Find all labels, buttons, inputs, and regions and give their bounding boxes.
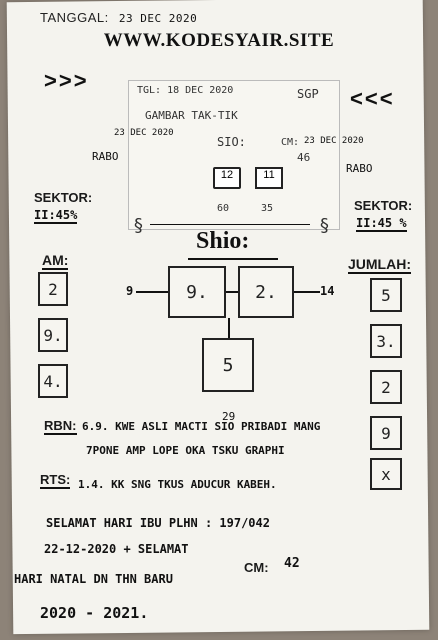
date-left: 23 DEC 2020 xyxy=(114,128,174,138)
site-title: WWW.KODESYAIR.SITE xyxy=(103,30,335,51)
sektor-right-value: II:45 % xyxy=(356,216,407,232)
arrow-right-line xyxy=(294,291,320,293)
banner-box-b: 11 xyxy=(255,167,283,189)
footer-line-3: HARI NATAL DN THN BARU xyxy=(14,572,173,586)
rabo-right: RABO xyxy=(346,162,373,175)
footer-cm-label: CM: xyxy=(244,560,269,575)
sektor-right-label: SEKTOR: xyxy=(354,198,413,213)
tanggal: TANGGAL: 23 DEC 2020 xyxy=(40,10,197,25)
footer-line-2: 22-12-2020 + SELAMAT xyxy=(44,542,189,556)
tanggal-label: TANGGAL: xyxy=(40,10,109,25)
shio-underline xyxy=(188,258,278,260)
rabo-left: RABO xyxy=(92,150,119,163)
am-box-1: 2 xyxy=(38,272,68,306)
footer-line-4: 2020 - 2021. xyxy=(40,604,149,622)
rbn-line-1: 6.9. KWE ASLI MACTI SIO PRIBADI MANG xyxy=(82,420,321,433)
jumlah-value-4: 9 xyxy=(381,423,391,443)
jumlah-value-3: 2 xyxy=(381,377,391,397)
shio-title: Shio: xyxy=(196,228,250,254)
rts-label: RTS: xyxy=(40,472,71,489)
tanggal-value: 23 DEC 2020 xyxy=(118,12,198,25)
banner-cm-value: 46 xyxy=(297,151,311,164)
am-box-3: 4. xyxy=(38,364,68,398)
jumlah-box-5: x xyxy=(370,458,402,490)
banner-squiggle-right: § xyxy=(319,215,330,236)
am-value-3: 4. xyxy=(43,371,63,391)
center-box-2: 2. xyxy=(238,266,294,318)
banner-sgp: SGP xyxy=(297,87,319,101)
center-box-3: 5 xyxy=(202,338,254,392)
arrow-left-line xyxy=(136,291,168,293)
jumlah-box-4: 9 xyxy=(370,416,402,450)
jumlah-value-2: 3. xyxy=(376,331,396,351)
shio-divider xyxy=(150,224,310,225)
banner-title: GAMBAR TAK-TIK xyxy=(145,109,238,122)
banner-under-b: 35 xyxy=(261,203,274,214)
sektor-left-value: II:45% xyxy=(34,208,78,224)
footer-cm-value: 42 xyxy=(284,556,300,571)
banner-num-a: 12 xyxy=(220,169,234,181)
rbn-line-2: 7PONE AMP LOPE OKA TSKU GRAPHI xyxy=(86,444,285,457)
center-under-num: 29 xyxy=(222,410,236,423)
footer-line-1: SELAMAT HARI IBU PLHN : 197/042 xyxy=(46,516,270,530)
jumlah-value-1: 5 xyxy=(381,285,391,305)
banner-squiggle-left: § xyxy=(133,215,144,236)
arrows-left: >>> xyxy=(44,68,89,93)
banner-tgl: TGL: 18 DEC 2020 xyxy=(137,85,234,96)
banner-shio-label: SIO: xyxy=(217,135,246,149)
taktik-banner: TGL: 18 DEC 2020 GAMBAR TAK-TIK SGP SIO:… xyxy=(128,80,340,236)
center-box-1: 9. xyxy=(168,266,226,318)
center-right-num: 14 xyxy=(320,284,335,298)
jumlah-label: JUMLAH: xyxy=(348,256,411,274)
am-label: AM: xyxy=(42,252,69,270)
banner-under-a: 60 xyxy=(217,203,230,214)
center-box-3-value: 5 xyxy=(222,354,234,376)
am-value-1: 2 xyxy=(48,279,58,299)
arrow-down-line xyxy=(228,318,230,338)
sektor-left-label: SEKTOR: xyxy=(34,190,93,205)
jumlah-value-5: x xyxy=(381,464,391,484)
jumlah-box-1: 5 xyxy=(370,278,402,312)
date-right: 23 DEC 2020 xyxy=(304,136,364,146)
banner-num-b: 11 xyxy=(263,169,275,181)
center-box-2-value: 2. xyxy=(255,281,277,303)
jumlah-box-2: 3. xyxy=(370,324,402,358)
am-box-2: 9. xyxy=(38,318,68,352)
am-value-2: 9. xyxy=(43,325,63,345)
jumlah-box-3: 2 xyxy=(370,370,402,404)
center-box-1-value: 9. xyxy=(186,281,208,303)
center-left-num: 9 xyxy=(126,284,134,298)
rts-line-1: 1.4. KK SNG TKUS ADUCUR KABEH. xyxy=(78,478,277,491)
banner-box-a: 12 xyxy=(213,167,241,189)
banner-cm-label: CM: xyxy=(281,137,300,148)
rbn-label: RBN: xyxy=(44,418,77,435)
connector-line xyxy=(226,291,238,293)
arrows-right: <<< xyxy=(350,86,395,111)
